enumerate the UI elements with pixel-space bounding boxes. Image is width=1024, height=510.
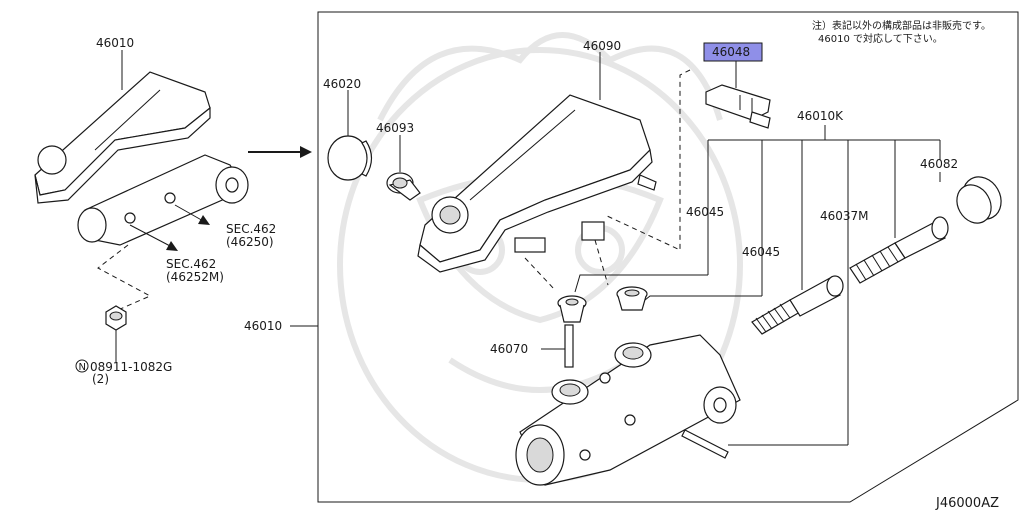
master-cylinder-body [515,334,741,486]
sensor-dashed-leader [604,69,691,251]
note-line-2: 46010 で対応して下さい。 [818,32,943,45]
note-line-1: 注）表記以外の構成部品は非販売です。 [812,19,991,32]
sec-lower-leader [129,224,173,248]
label-frame-assembly: 46010 [244,319,282,333]
reservoir-dash-b [594,239,609,286]
label-reservoir: 46090 [583,39,621,53]
reservoir-dash-a [524,257,556,291]
label-nut-part: 08911-1082G [90,360,172,374]
left-master-cylinder [34,71,249,246]
grommet-b-part [616,286,648,311]
label-sec-upper: SEC.462 [226,222,276,236]
label-grommet-a: 46045 [686,205,724,219]
label-kit: 46010K [797,109,844,123]
pin-part [564,324,574,368]
cap-part [327,135,373,181]
label-strainer: 46093 [376,121,414,135]
reservoir-part [417,94,657,273]
sec-upper-leader [174,204,206,223]
label-nut-qty: (2) [92,372,109,386]
label-left-assembly: 46010 [96,36,134,50]
label-grommet-b: 46045 [742,245,780,259]
label-sec-upper-ref: (46250) [226,235,274,249]
primary-piston-part [751,275,844,335]
nut-dashed-leader [97,244,152,311]
label-seal: 46082 [920,157,958,171]
label-pin: 46070 [490,342,528,356]
nut-circle-mark [75,359,89,373]
transition-arrow-head [300,146,312,158]
sensor-label-highlight [703,42,763,62]
rod-part [681,429,729,459]
label-sec-lower: SEC.462 [166,257,216,271]
leader-grommet-b [644,295,762,301]
sensor-part [705,84,771,129]
label-piston-assy: 46037M [820,209,869,223]
grommet-a-part [557,295,587,323]
sec-lower-arrow [166,241,178,251]
seal-part [956,176,1002,224]
nut-part [105,305,127,331]
label-sec-lower-ref: (46252M) [166,270,224,284]
sec-upper-arrow [198,215,210,225]
nut-prefix: N [79,362,86,373]
strainer-part [386,172,421,201]
secondary-piston-part [849,216,949,284]
label-sensor: 46048 [712,45,750,59]
label-cap: 46020 [323,77,361,91]
figure-code: J46000AZ [935,496,999,510]
leader-grommet-a [574,274,708,293]
assembly-frame [317,11,1019,503]
